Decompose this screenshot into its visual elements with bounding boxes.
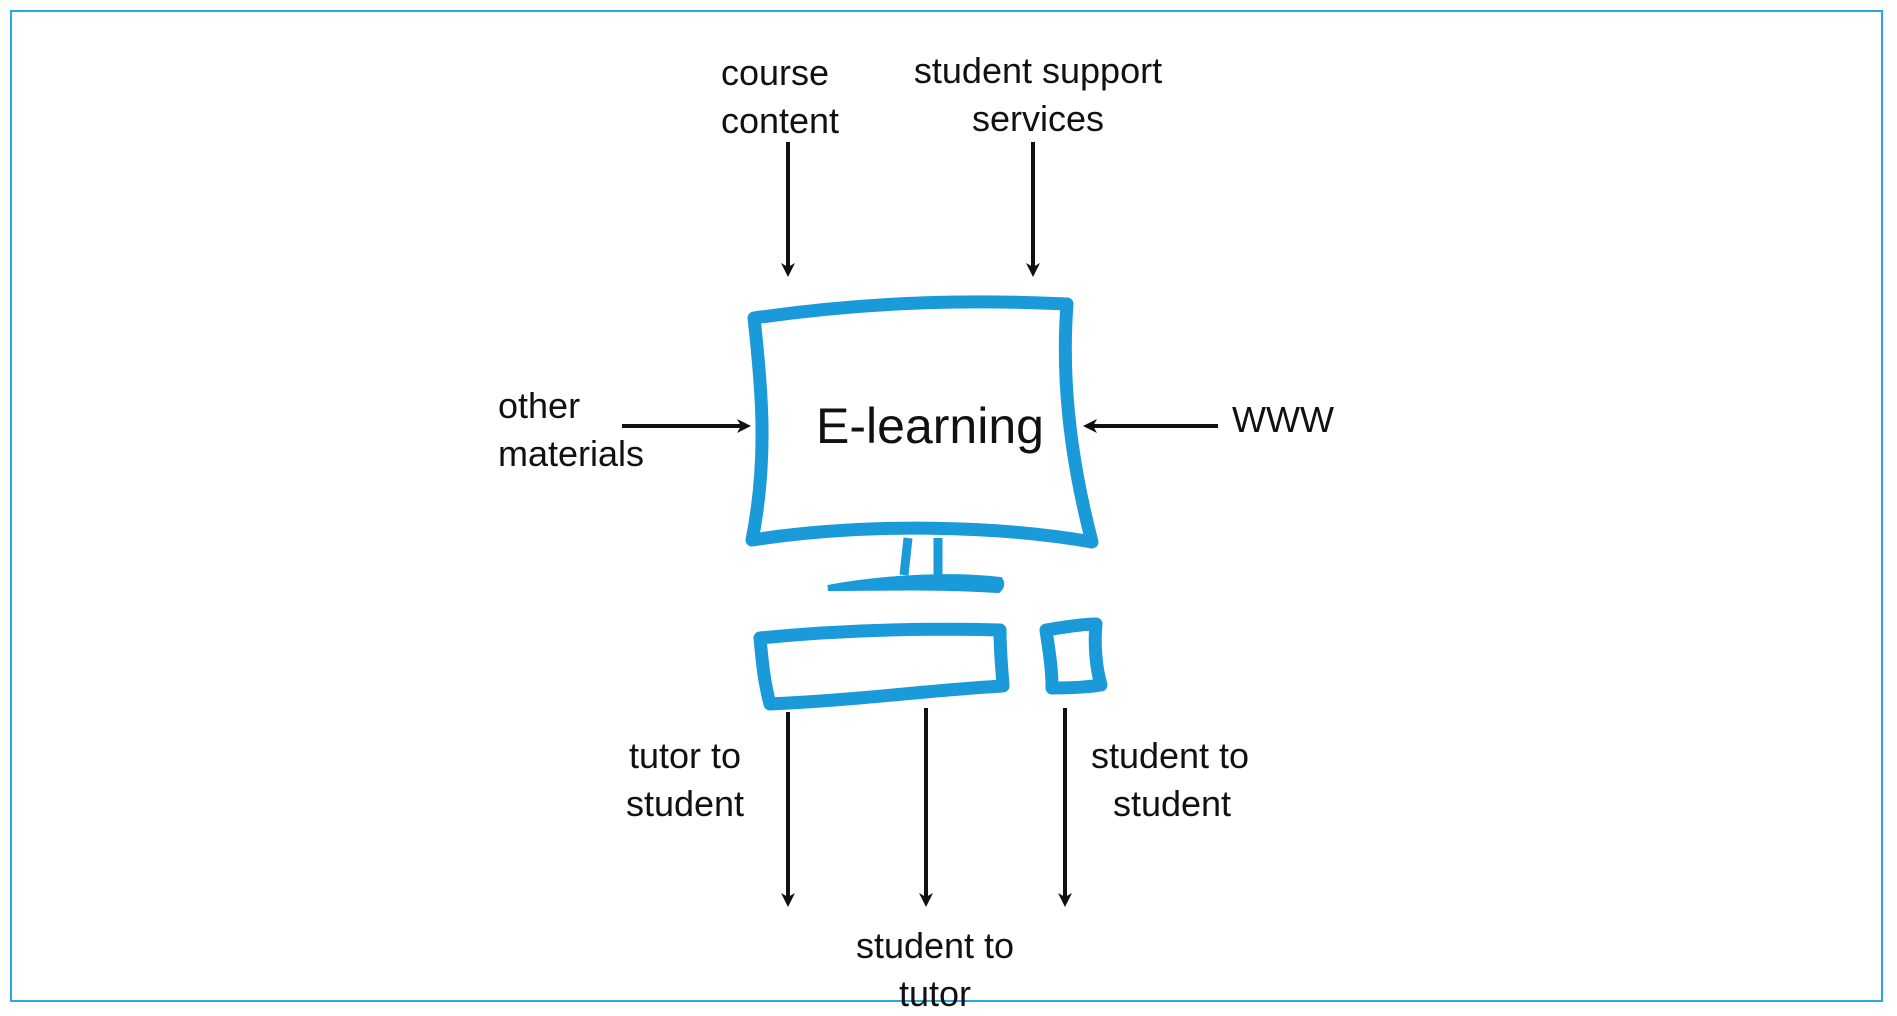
label-course-line2: content [721, 100, 839, 141]
label-support-line1: student support [914, 50, 1162, 91]
computer-icon [745, 295, 1108, 711]
label-student-to-student-line1: student to [1091, 735, 1249, 776]
output-arrows [781, 708, 1072, 907]
monitor-stand [827, 537, 1005, 594]
label-student-to-student-line2: student [1113, 783, 1231, 824]
mouse [1039, 617, 1108, 695]
keyboard [753, 622, 1010, 711]
label-other-line1: other [498, 385, 580, 426]
label-tutor-to-student-line2: student [626, 783, 744, 824]
input-arrows [622, 142, 1218, 433]
label-student-to-tutor-line1: student to [856, 925, 1014, 966]
label-student-to-tutor-line2: tutor [899, 973, 971, 1014]
label-other-line2: materials [498, 433, 644, 474]
diagram-frame [10, 10, 1883, 1002]
label-support-line2: services [972, 98, 1104, 139]
label-www: WWW [1232, 399, 1334, 440]
center-label: E-learning [816, 398, 1044, 454]
label-course-line1: course [721, 52, 829, 93]
label-tutor-to-student-line1: tutor to [629, 735, 741, 776]
monitor-screen [745, 295, 1099, 549]
